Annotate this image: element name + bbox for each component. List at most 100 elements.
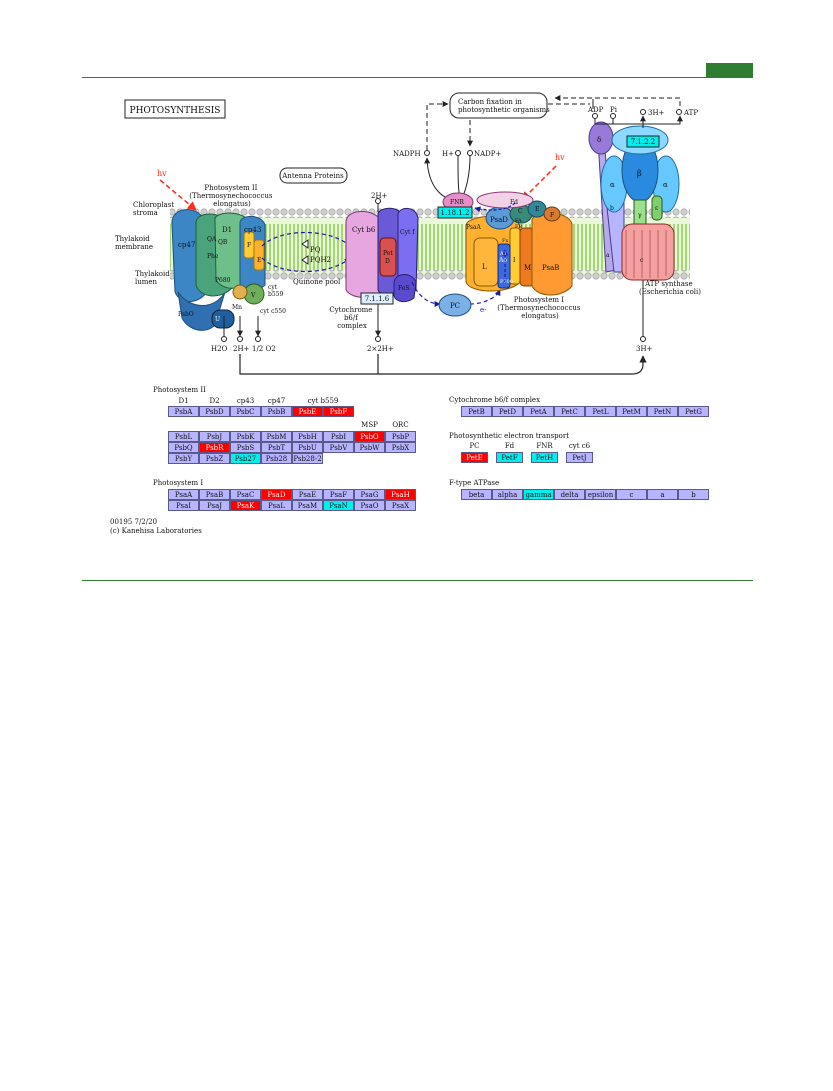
atp-label: ATP xyxy=(683,109,698,117)
gene-psba[interactable]: PsbA xyxy=(168,406,199,417)
gene-psag[interactable]: PsaG xyxy=(354,489,385,500)
ps1-label: Photosystem I (Thermosynechococcus elong… xyxy=(497,296,582,320)
gene-psbr[interactable]: PsbR xyxy=(199,442,230,453)
gene-psal[interactable]: PsaL xyxy=(261,500,292,511)
ps1-subunit-fd: Fd xyxy=(510,199,518,206)
adp-label: ADP xyxy=(587,106,604,114)
gene-petd[interactable]: PetD xyxy=(492,406,523,417)
gene-psbq[interactable]: PsbQ xyxy=(168,442,199,453)
gene-psbh[interactable]: PsbH xyxy=(292,431,323,442)
gene-psan[interactable]: PsaN xyxy=(323,500,354,511)
photosystem-ii[interactable]: Photosystem II (Thermosynechococcus elon… xyxy=(171,184,286,331)
gene-psbj[interactable]: PsbJ xyxy=(199,431,230,442)
ps1-subunit-f: F xyxy=(550,212,554,219)
gene-epsilon[interactable]: epsilon xyxy=(585,489,616,500)
gene-psaa[interactable]: PsaA xyxy=(168,489,199,500)
atp-synthase[interactable]: 7.1.2.2 δ α α β γ ε b a c ATP synthase (… xyxy=(588,121,701,296)
gene-petn[interactable]: PetN xyxy=(647,406,678,417)
gene-psac[interactable]: PsaC xyxy=(230,489,261,500)
gene-psah[interactable]: PsaH xyxy=(385,489,416,500)
fnr-ec-box[interactable] xyxy=(437,206,473,219)
gene-psbp[interactable]: PsbP xyxy=(385,431,416,442)
gene-psaf[interactable]: PsaF xyxy=(323,489,354,500)
gene-psbt[interactable]: PsbT xyxy=(261,442,292,453)
gene-psbo[interactable]: PsbO xyxy=(354,431,385,442)
gene-psbb[interactable]: PsbB xyxy=(261,406,292,417)
gene-psao[interactable]: PsaO xyxy=(354,500,385,511)
carbon-fixation-label: Carbon fixation in photosynthetic organi… xyxy=(458,98,550,114)
gene-psbe[interactable]: PsbE xyxy=(292,406,323,417)
gene-psbz[interactable]: PsbZ xyxy=(199,453,230,464)
ps2-col-cp43: cp43 xyxy=(236,397,255,405)
footer-copyright: (c) Kanehisa Laboratories xyxy=(110,527,202,535)
atp-ec-box[interactable] xyxy=(626,135,660,148)
gene-psae[interactable]: PsaE xyxy=(292,489,323,500)
nadph-label: NADPH xyxy=(393,150,421,158)
gene-c[interactable]: c xyxy=(616,489,647,500)
ps2-col-d2: D2 xyxy=(209,397,220,405)
map-title-box[interactable] xyxy=(124,99,226,119)
gene-psbi[interactable]: PsbI xyxy=(323,431,354,442)
pi-label: Pi xyxy=(610,106,618,114)
photosystem-i[interactable]: 1.18.1.2 FNR Fd PsaD C E FA FB F PsaA L … xyxy=(437,191,583,320)
quinone-pool: PQ PQH2 Quinone pool xyxy=(261,232,351,286)
gene-psb27[interactable]: Psb27 xyxy=(230,453,261,464)
carbon-fixation-box[interactable] xyxy=(449,92,548,119)
pathway-diagram: PHOTOSYNTHESIS Chloroplast stroma Thylak… xyxy=(82,92,753,581)
gene-psbf[interactable]: PsbF xyxy=(323,406,354,417)
o2-label: 1/2 O2 xyxy=(252,345,276,353)
gene-psbm[interactable]: PsbM xyxy=(261,431,292,442)
gene-psbk[interactable]: PsbK xyxy=(230,431,261,442)
gene-petb[interactable]: PetB xyxy=(461,406,492,417)
gene-psab[interactable]: PsaB xyxy=(199,489,230,500)
gene-b[interactable]: b xyxy=(678,489,709,500)
header-tab xyxy=(706,63,753,77)
gene-psak[interactable]: PsaK xyxy=(230,500,261,511)
gene-psad[interactable]: PsaD xyxy=(261,489,292,500)
ps2-subunit-cp43: cp43 xyxy=(244,226,261,234)
gene-psbc[interactable]: PsbC xyxy=(230,406,261,417)
gene-alpha[interactable]: alpha xyxy=(492,489,523,500)
gene-psbx[interactable]: PsbX xyxy=(385,442,416,453)
gene-a[interactable]: a xyxy=(647,489,678,500)
gene-peth[interactable]: PetH xyxy=(531,452,558,463)
plastocyanin-label: PC xyxy=(450,302,460,310)
gene-petf[interactable]: PetF xyxy=(496,452,523,463)
cytb6f-ec-box[interactable] xyxy=(360,292,394,305)
gene-psbv[interactable]: PsbV xyxy=(323,442,354,453)
gene-psbl[interactable]: PsbL xyxy=(168,431,199,442)
gene-delta[interactable]: delta xyxy=(554,489,585,500)
plastocyanin[interactable] xyxy=(438,293,472,317)
ps2-subunit-f: F xyxy=(247,242,251,249)
gene-petj[interactable]: PetJ xyxy=(566,452,593,463)
cytb6f-subunit-cytb6: Cyt b6 xyxy=(352,226,376,234)
gene-gamma[interactable]: gamma xyxy=(523,489,554,500)
gene-psbu[interactable]: PsbU xyxy=(292,442,323,453)
cytochrome-b6f-complex[interactable]: 7.1.1.6 Cyt b6 Cyt f Pet D FeS Cytochrom… xyxy=(329,207,419,330)
gene-peta[interactable]: PetA xyxy=(523,406,554,417)
gene-psb28[interactable]: Psb28 xyxy=(261,453,292,464)
gene-petl[interactable]: PetL xyxy=(585,406,616,417)
gene-psax[interactable]: PsaX xyxy=(385,500,416,511)
ps2-subunit-cp47: cp47 xyxy=(178,241,195,249)
gene-psbd[interactable]: PsbD xyxy=(199,406,230,417)
gene-petc[interactable]: PetC xyxy=(554,406,585,417)
ps1-subunit-ao: Ao xyxy=(498,257,507,264)
antenna-proteins-box[interactable] xyxy=(279,167,348,184)
ps2-subunit-b559: b559 xyxy=(268,291,283,298)
gene-psam[interactable]: PsaM xyxy=(292,500,323,511)
gene-petg[interactable]: PetG xyxy=(678,406,709,417)
gene-psbs[interactable]: PsbS xyxy=(230,442,261,453)
gene-psb28-2[interactable]: Psb28-2 xyxy=(292,453,323,464)
gene-psai[interactable]: PsaI xyxy=(168,500,199,511)
gene-petm[interactable]: PetM xyxy=(616,406,647,417)
gene-pete[interactable]: PetE xyxy=(461,452,488,463)
gene-psbw[interactable]: PsbW xyxy=(354,442,385,453)
gene-psby[interactable]: PsbY xyxy=(168,453,199,464)
gene-beta[interactable]: beta xyxy=(461,489,492,500)
gene-psaj[interactable]: PsaJ xyxy=(199,500,230,511)
